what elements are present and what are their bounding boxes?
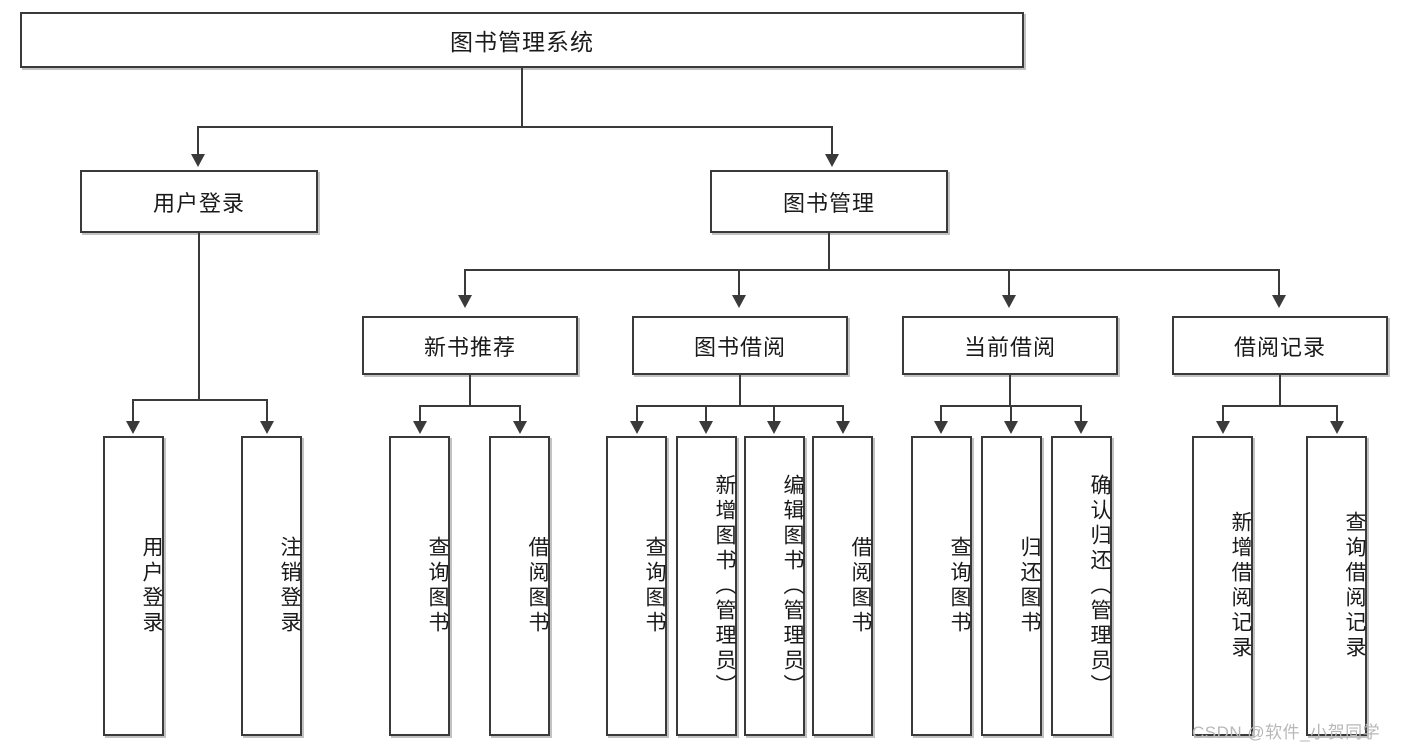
node-book-borrow-label: 图书借阅 (693, 334, 786, 360)
connector-drop-cb-confirm (1080, 405, 1082, 423)
arrow-nb-borrow (513, 421, 527, 434)
connector-drop-bb-query (636, 405, 638, 423)
leaf-cb-query-book-label: 查询图书 (948, 536, 971, 636)
node-current-borrow-label: 当前借阅 (963, 334, 1056, 360)
connector-book-manage-stem (828, 233, 830, 271)
leaf-logout-label: 注销登录 (278, 536, 301, 636)
connector-level3-bus (464, 269, 1280, 271)
node-book-manage-label: 图书管理 (782, 190, 875, 216)
arrow-br-query (1330, 421, 1344, 434)
arrow-bb-query (630, 421, 644, 434)
connector-drop-user-login (197, 126, 199, 156)
arrow-bb-borrow (836, 421, 850, 434)
connector-drop-book-manage (831, 126, 833, 156)
node-user-login-label: 用户登录 (152, 190, 245, 216)
arrow-cb-confirm (1074, 421, 1088, 434)
connector-drop-br-add (1222, 405, 1224, 423)
arrow-leaf-user-login (126, 421, 140, 434)
arrow-borrow-record (1272, 295, 1286, 308)
node-book-borrow[interactable]: 图书借阅 (632, 316, 848, 375)
connector-drop-bb-edit (773, 405, 775, 423)
arrow-leaf-logout (260, 421, 274, 434)
node-user-login[interactable]: 用户登录 (80, 170, 318, 233)
csdn-watermark-text: CSDN @软件_小贺同学 (1192, 723, 1381, 742)
leaf-bb-borrow-book-label: 借阅图书 (849, 536, 872, 636)
arrow-book-borrow (732, 295, 746, 308)
connector-drop-nb-query (419, 405, 421, 423)
node-new-book-recommend[interactable]: 新书推荐 (362, 316, 578, 375)
connector-new-book-stem (469, 375, 471, 407)
leaf-br-query-record[interactable]: 查询借阅记录 (1306, 436, 1367, 736)
leaf-cb-return-book[interactable]: 归还图书 (981, 436, 1042, 736)
arrow-current-borrow (1002, 295, 1016, 308)
connector-user-login-stem (198, 233, 200, 401)
leaf-br-add-record[interactable]: 新增借阅记录 (1192, 436, 1253, 736)
arrow-cb-return (1004, 421, 1018, 434)
node-root-label: 图书管理系统 (450, 29, 594, 55)
connector-drop-nb-borrow (519, 405, 521, 423)
connector-level2-bus (197, 126, 833, 128)
leaf-bb-borrow-book[interactable]: 借阅图书 (812, 436, 873, 736)
connector-drop-book-borrow (738, 269, 740, 297)
leaf-user-login[interactable]: 用户登录 (103, 436, 164, 736)
leaf-br-add-record-label: 新增借阅记录 (1229, 511, 1252, 661)
connector-drop-cb-query (940, 405, 942, 423)
leaf-cb-query-book[interactable]: 查询图书 (911, 436, 972, 736)
connector-root-stem (521, 68, 523, 126)
leaf-nb-borrow-book[interactable]: 借阅图书 (489, 436, 550, 736)
connector-user-login-bus (132, 399, 268, 401)
node-borrow-record-label: 借阅记录 (1233, 334, 1326, 360)
arrow-book-manage (825, 154, 839, 167)
node-borrow-record[interactable]: 借阅记录 (1172, 316, 1388, 375)
leaf-bb-query-book-label: 查询图书 (643, 536, 666, 636)
connector-drop-leaf-logout (266, 399, 268, 423)
arrow-bb-add (699, 421, 713, 434)
connector-drop-leaf-user-login (132, 399, 134, 423)
connector-borrow-record-stem (1279, 375, 1281, 407)
connector-book-borrow-stem (739, 375, 741, 407)
connector-new-book-bus (419, 405, 521, 407)
leaf-bb-edit-book[interactable]: 编辑图书（管理员） (744, 436, 805, 736)
connector-drop-bb-add (705, 405, 707, 423)
leaf-bb-edit-book-label: 编辑图书（管理员） (781, 473, 804, 699)
leaf-cb-return-book-label: 归还图书 (1018, 536, 1041, 636)
arrow-bb-edit (767, 421, 781, 434)
leaf-bb-query-book[interactable]: 查询图书 (606, 436, 667, 736)
connector-book-borrow-bus (636, 405, 844, 407)
arrow-cb-query (934, 421, 948, 434)
leaf-bb-add-book[interactable]: 新增图书（管理员） (676, 436, 737, 736)
connector-drop-new-book (464, 269, 466, 297)
node-book-manage[interactable]: 图书管理 (710, 170, 948, 233)
connector-borrow-record-bus (1222, 405, 1338, 407)
leaf-user-login-label: 用户登录 (140, 536, 163, 636)
node-current-borrow[interactable]: 当前借阅 (902, 316, 1118, 375)
connector-current-borrow-stem (1009, 375, 1011, 407)
leaf-cb-confirm-return[interactable]: 确认归还（管理员） (1051, 436, 1112, 736)
connector-drop-bb-borrow (842, 405, 844, 423)
leaf-nb-query-book[interactable]: 查询图书 (389, 436, 450, 736)
arrow-nb-query (413, 421, 427, 434)
leaf-bb-add-book-label: 新增图书（管理员） (713, 473, 736, 699)
arrow-user-login (191, 154, 205, 167)
csdn-watermark: CSDN @软件_小贺同学 (1192, 718, 1380, 743)
leaf-br-query-record-label: 查询借阅记录 (1343, 511, 1366, 661)
leaf-nb-query-book-label: 查询图书 (426, 536, 449, 636)
node-root-system[interactable]: 图书管理系统 (20, 12, 1024, 68)
leaf-cb-confirm-return-label: 确认归还（管理员） (1088, 473, 1111, 699)
connector-drop-current-borrow (1008, 269, 1010, 297)
arrow-new-book (458, 295, 472, 308)
node-new-book-recommend-label: 新书推荐 (423, 334, 516, 360)
connector-drop-cb-return (1010, 405, 1012, 423)
leaf-logout[interactable]: 注销登录 (241, 436, 302, 736)
leaf-nb-borrow-book-label: 借阅图书 (526, 536, 549, 636)
connector-drop-br-query (1336, 405, 1338, 423)
connector-drop-borrow-record (1278, 269, 1280, 297)
arrow-br-add (1216, 421, 1230, 434)
